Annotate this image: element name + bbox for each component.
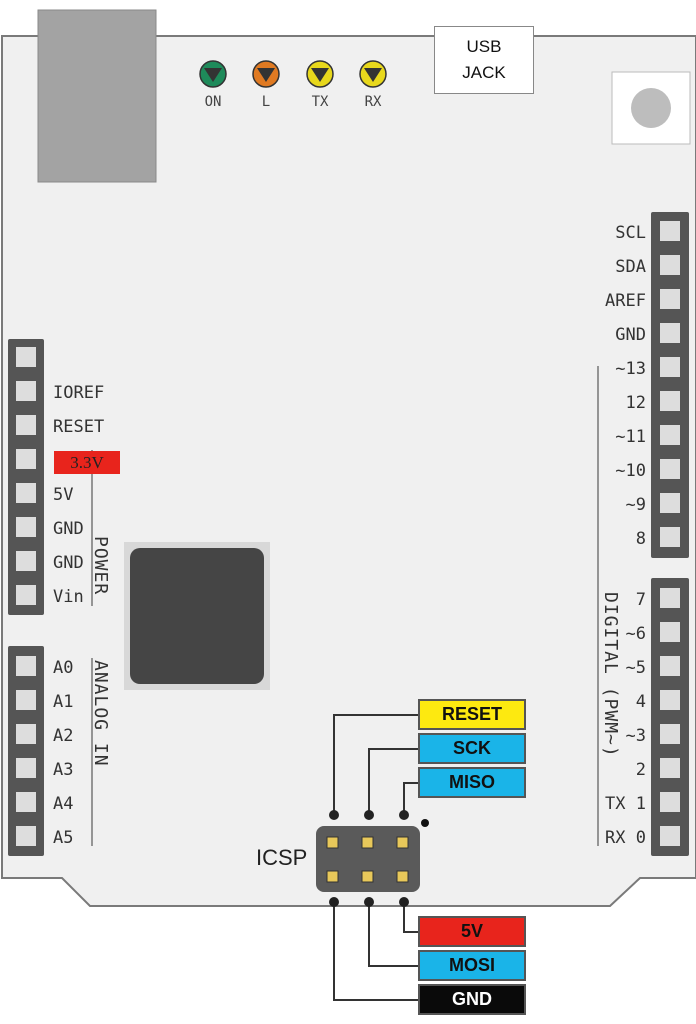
icsp-header (316, 826, 420, 892)
pin-label-scl: SCL (615, 223, 646, 243)
icsp-tag-gnd: GND (418, 984, 526, 1015)
pin-label-a2: A2 (53, 726, 74, 746)
icsp-label: ICSP (256, 845, 308, 870)
usb-connector (37, 9, 157, 183)
led-tx-icon (306, 60, 334, 88)
pin-label-a4: A4 (53, 794, 74, 814)
pin-label-d5: ~5 (625, 658, 646, 678)
icsp-tag-5v: 5V (418, 916, 526, 947)
reset-button (631, 88, 671, 128)
pin-label-d4: 4 (635, 692, 646, 712)
usb-jack-line2: JACK (462, 63, 506, 82)
pin-label-a0: A0 (53, 658, 74, 678)
pin-label-ioref: IOREF (53, 383, 105, 403)
pin-label-d8: 8 (635, 529, 646, 549)
pin-label-d11: ~11 (615, 427, 646, 447)
usb-jack-line1: USB (466, 37, 502, 56)
usb-jack-label: USB JACK (434, 26, 534, 94)
pin-label-3v3-highlight: 3.3V (54, 451, 120, 474)
pin-label-vin: Vin (53, 587, 84, 607)
power-header (8, 339, 44, 615)
led-label-rx: RX (364, 94, 382, 110)
icsp-tag-sck: SCK (418, 733, 526, 764)
digital-header-lower (651, 578, 689, 856)
power-title: POWER (90, 536, 111, 596)
led-on-icon (199, 60, 227, 88)
pin-label-d6: ~6 (625, 624, 646, 644)
pin-label-d7: 7 (635, 590, 646, 610)
pin-label-gnd-1: GND (53, 519, 84, 539)
pin-label-d10: ~10 (615, 461, 646, 481)
pin-label-gnd-2: GND (53, 553, 84, 573)
digital-title: DIGITAL (PWM~) (600, 592, 621, 758)
led-rx-icon (359, 60, 387, 88)
pin-label-reset: RESET (53, 417, 105, 437)
pin-label-d3: ~3 (625, 726, 646, 746)
led-label-l: L (261, 94, 271, 110)
pin-label-5v: 5V (53, 485, 74, 505)
pin-label-a1: A1 (53, 692, 74, 712)
pin-label-tx1: TX 1 (605, 794, 646, 814)
icsp-tag-mosi: MOSI (418, 950, 526, 981)
icsp-tag-reset: RESET (418, 699, 526, 730)
led-label-tx: TX (311, 94, 329, 110)
pin-label-rx0: RX 0 (605, 828, 646, 848)
icsp-tag-miso: MISO (418, 767, 526, 798)
pin-label-d13: ~13 (615, 359, 646, 379)
pin-label-a5: A5 (53, 828, 74, 848)
pin-label-d12: 12 (625, 393, 646, 413)
analog-title: ANALOG IN (90, 660, 111, 767)
led-l-icon (252, 60, 280, 88)
led-label-on: ON (204, 94, 222, 110)
pin-label-a3: A3 (53, 760, 74, 780)
microcontroller-chip (124, 542, 270, 690)
pin-label-gnd-digital: GND (615, 325, 646, 345)
pin-label-sda: SDA (615, 257, 646, 277)
pin-label-d9: ~9 (625, 495, 646, 515)
pin-label-aref: AREF (605, 291, 646, 311)
pin-label-d2: 2 (635, 760, 646, 780)
